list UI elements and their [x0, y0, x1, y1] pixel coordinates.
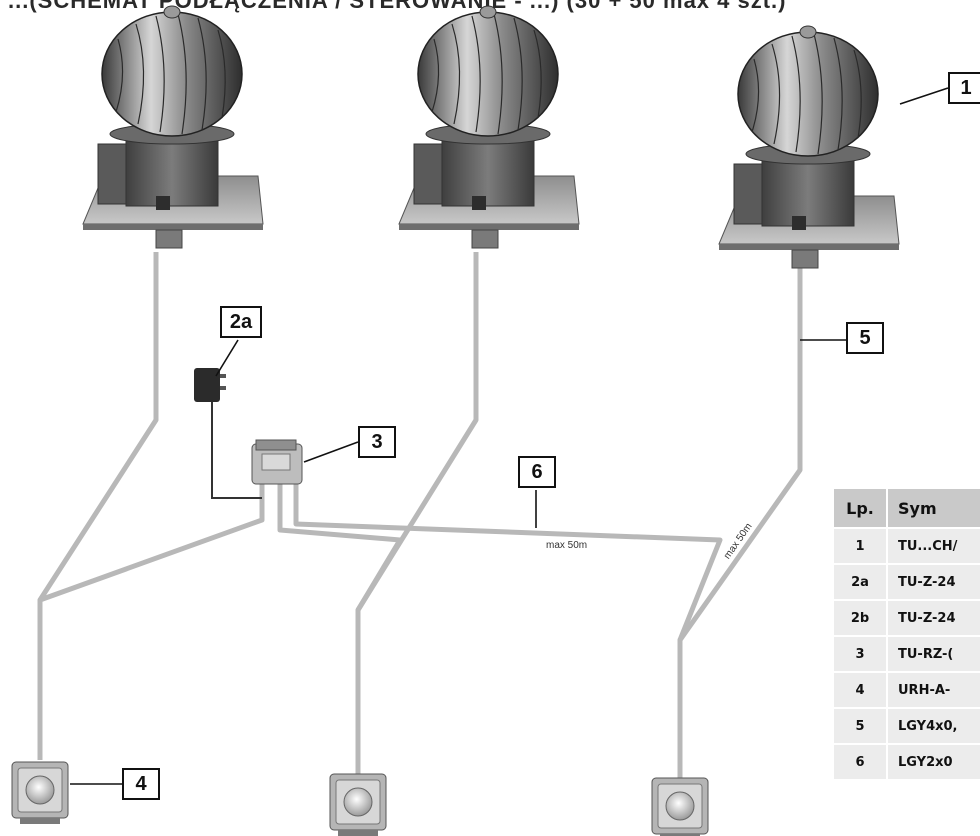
cable-bus-left: [39, 480, 265, 603]
turbine-middle: [398, 5, 580, 249]
callout-6: 6: [518, 456, 556, 488]
adapter-cord: [211, 396, 262, 499]
col-header-lp: Lp.: [834, 489, 886, 527]
cell-lp: 6: [834, 745, 886, 779]
cable-group: [37, 252, 803, 790]
cable-left: [37, 252, 159, 760]
callout-5: 5: [846, 322, 884, 354]
controller-box: [251, 439, 303, 485]
callout-2a: 2a: [220, 306, 262, 338]
cell-sym: LGY4x0,: [888, 709, 980, 743]
cell-lp: 1: [834, 529, 886, 563]
cell-lp: 2b: [834, 601, 886, 635]
cell-sym: TU...CH/: [888, 529, 980, 563]
cell-lp: 4: [834, 673, 886, 707]
cell-lp: 2a: [834, 565, 886, 599]
cable-label-horizontal: max 50m: [546, 540, 588, 551]
callout-3: 3: [358, 426, 396, 458]
switch-left: [11, 761, 69, 825]
cable-bus-mid: [277, 482, 403, 612]
turbine-left: [82, 5, 264, 249]
cable-middle: [355, 252, 479, 778]
header-band: ...(SCHEMAT PODŁĄCZENIA / STEROWANIE - .…: [0, 0, 980, 14]
cable-right: [677, 265, 803, 790]
switch-right: [651, 777, 709, 836]
cable-bus-right: [293, 482, 723, 641]
cell-sym: LGY2x0: [888, 745, 980, 779]
cell-lp: 5: [834, 709, 886, 743]
leader-lines: [70, 87, 949, 785]
switch-middle: [329, 773, 387, 836]
power-adapter: [194, 368, 226, 402]
cell-sym: TU-Z-24: [888, 565, 980, 599]
callout-4: 4: [122, 768, 160, 800]
cell-sym: URH-A-: [888, 673, 980, 707]
cell-lp: 3: [834, 637, 886, 671]
cell-sym: TU-Z-24: [888, 601, 980, 635]
header-title: ...(SCHEMAT PODŁĄCZENIA / STEROWANIE - .…: [8, 0, 787, 13]
turbine-right: [718, 25, 900, 269]
callout-1: 1: [948, 72, 980, 104]
col-header-sym: Sym: [888, 489, 980, 527]
table-header-row: Lp. Sym: [834, 489, 980, 527]
cell-sym: TU-RZ-(: [888, 637, 980, 671]
